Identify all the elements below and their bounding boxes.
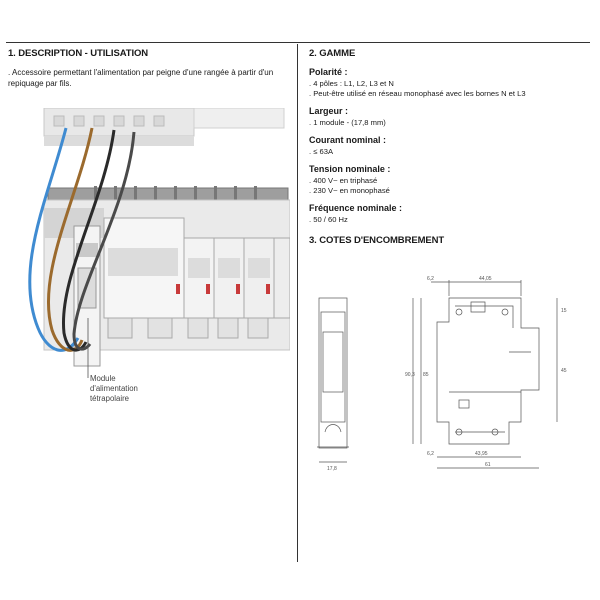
dim-45: 45 bbox=[561, 368, 567, 374]
dim-61: 61 bbox=[485, 462, 491, 468]
supply-module-callout: Module d'alimentation tétrapolaire bbox=[90, 374, 138, 404]
callout-line-3: tétrapolaire bbox=[90, 394, 130, 403]
dimensions-heading: 3. COTES D'ENCOMBREMENT bbox=[309, 235, 445, 246]
polarity-line-1: . 4 pôles : L1, L2, L3 et N bbox=[309, 79, 394, 88]
dimension-drawing: 6,2 44,05 15 45 90,3 85 6,2 43,95 61 17,… bbox=[317, 276, 567, 472]
polarity-block: Polarité : . 4 pôles : L1, L2, L3 et N .… bbox=[309, 67, 593, 99]
product-illustration bbox=[28, 108, 290, 378]
dim-15: 15 bbox=[561, 308, 567, 314]
dim-90-3: 90,3 bbox=[405, 372, 415, 378]
current-line-1: . ≤ 63A bbox=[309, 147, 334, 156]
dim-17-8: 17,8 bbox=[327, 466, 337, 472]
voltage-line-1: . 400 V~ en triphasé bbox=[309, 176, 378, 185]
current-block: Courant nominal : . ≤ 63A bbox=[309, 135, 593, 157]
current-title: Courant nominal : bbox=[309, 135, 386, 145]
dim-6-2-top: 6,2 bbox=[427, 276, 434, 282]
voltage-title: Tension nominale : bbox=[309, 164, 391, 174]
dim-85: 85 bbox=[423, 372, 429, 378]
frequency-line-1: . 50 / 60 Hz bbox=[309, 215, 348, 224]
voltage-block: Tension nominale : . 400 V~ en triphasé … bbox=[309, 164, 593, 196]
polarity-line-2: . Peut-être utilisé en réseau monophasé … bbox=[309, 89, 526, 98]
column-divider bbox=[297, 44, 298, 562]
frequency-title: Fréquence nominale : bbox=[309, 203, 403, 213]
top-rule bbox=[6, 42, 590, 43]
description-text: . Accessoire permettant l'alimentation p… bbox=[8, 68, 274, 88]
dim-43-95: 43,95 bbox=[475, 451, 488, 457]
width-block: Largeur : . 1 module - (17,8 mm) bbox=[309, 106, 593, 128]
description-heading: 1. DESCRIPTION - UTILISATION bbox=[8, 48, 149, 59]
width-line-1: . 1 module - (17,8 mm) bbox=[309, 118, 386, 127]
callout-line-1: Module bbox=[90, 374, 116, 383]
callout-line-2: d'alimentation bbox=[90, 384, 138, 393]
frequency-block: Fréquence nominale : . 50 / 60 Hz bbox=[309, 203, 593, 225]
dim-44-05: 44,05 bbox=[479, 276, 492, 282]
range-heading: 2. GAMME bbox=[309, 48, 356, 59]
dim-6-2-bottom: 6,2 bbox=[427, 451, 434, 457]
width-title: Largeur : bbox=[309, 106, 349, 116]
voltage-line-2: . 230 V~ en monophasé bbox=[309, 186, 390, 195]
range-section: 2. GAMME Polarité : . 4 pôles : L1, L2, … bbox=[309, 48, 593, 254]
description-section: 1. DESCRIPTION - UTILISATION . Accessoir… bbox=[8, 48, 290, 89]
polarity-title: Polarité : bbox=[309, 67, 348, 77]
